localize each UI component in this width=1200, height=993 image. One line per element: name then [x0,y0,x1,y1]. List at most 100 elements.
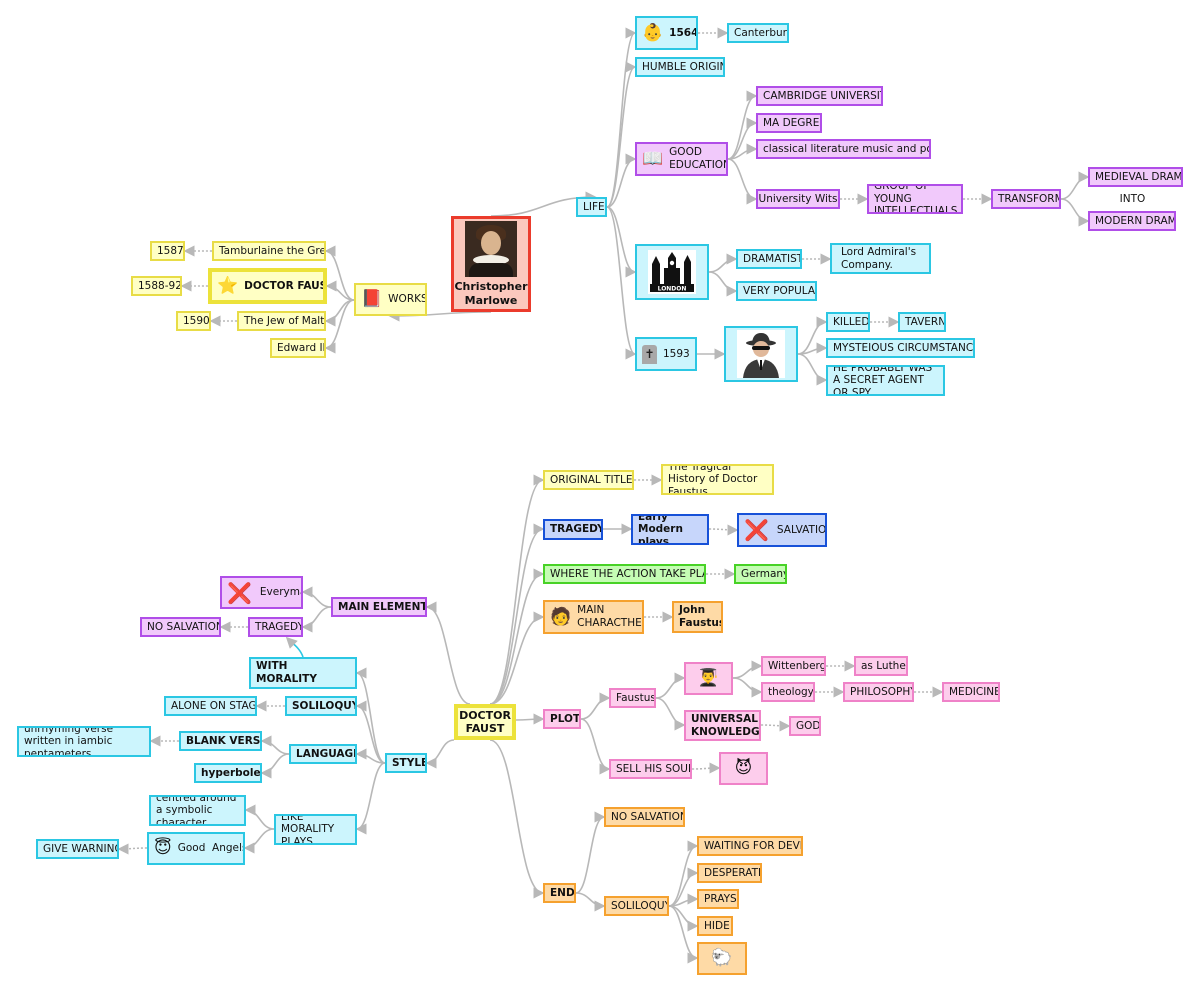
node-early-modern[interactable]: Early Modern plays [631,514,709,545]
node-tavern[interactable]: TAVERN [898,312,946,332]
node-like-morality[interactable]: LIKE MORALITY PLAYS [274,814,357,845]
label: TRANSFORM [998,192,1061,205]
node-edward-ii[interactable]: Edward II [270,338,326,358]
node-theology[interactable]: theology [761,682,815,702]
node-as-luther[interactable]: as Luther [854,656,908,676]
sheep-icon: 🐑 [711,948,733,968]
node-hyperboles[interactable]: hyperboles [194,763,262,783]
node-tamburlaine[interactable]: Tamburlaine the Great [212,241,326,261]
node-john-faustus[interactable]: John Faustus [672,601,723,633]
node-tragedy-element[interactable]: TRAGEDY [248,617,303,637]
node-secret-agent[interactable]: HE PROBABLY WAS A SECRET AGENT OR SPY [826,365,945,396]
node-main-elements[interactable]: MAIN ELEMENTS [331,597,427,617]
connector-link [580,692,611,720]
label: DOCTOR FAUST [244,279,327,292]
label: HUMBLE ORIGIN [642,60,725,73]
label: 1590 [183,314,210,327]
connector-link [489,474,545,705]
node-canterbury[interactable]: Canterbury [727,23,789,43]
node-desperate[interactable]: DESPERATE [697,863,762,883]
label: centred around a symbolic character [156,795,237,826]
node-transform[interactable]: TRANSFORM [991,189,1061,209]
node-dramatist[interactable]: DRAMATIST [736,249,802,269]
node-killed[interactable]: KILLED [826,312,870,332]
node-plot[interactable]: PLOT [543,709,581,729]
node-where-action[interactable]: WHERE THE ACTION TAKE PLACE [543,564,706,584]
node-waiting-devil[interactable]: WAITING FOR DEVIL [697,836,803,856]
node-alone-stage[interactable]: ALONE ON STAGE [164,696,257,716]
label: The Jew of Malta [244,314,326,327]
node-1590[interactable]: 1590 [176,311,211,331]
connector-link [301,606,332,633]
node-modern-drama[interactable]: MODERN DRAMA [1088,211,1176,231]
node-no-salvation[interactable]: NO SALVATION [140,617,221,637]
node-doctor-faust-center[interactable]: DOCTOR FAUST [454,704,516,740]
angel-icon: 😇 [154,838,172,858]
label: Early Modern plays [638,514,683,545]
node-medieval-drama[interactable]: MEDIEVAL DRAMA [1088,167,1183,187]
node-germany[interactable]: Germany [734,564,787,584]
node-university-wits[interactable]: University Wits [756,189,840,209]
node-christopher-marlowe[interactable]: Christopher Marlowe [451,216,531,312]
node-1587[interactable]: 1587 [150,241,185,261]
node-faustus[interactable]: Faustus [609,688,656,708]
node-doctor-faust-work[interactable]: ⭐ DOCTOR FAUST [208,268,327,304]
node-everyman[interactable]: ❌ Everyman [220,576,303,609]
node-soliloquy-end[interactable]: SOLILOQUY [604,896,669,916]
node-birth-year[interactable]: 👶 1564 [635,16,698,50]
node-end[interactable]: END [543,883,576,903]
node-soliloquy[interactable]: SOLILOQUY [285,696,357,716]
node-devil[interactable]: 😈 [719,752,768,785]
london-label: LONDON [658,286,687,293]
node-humble-origin[interactable]: HUMBLE ORIGIN [635,57,725,77]
node-wittenberg[interactable]: Wittenberg [761,656,826,676]
node-difference-morality[interactable]: DIFFERENCE WITH MORALITY PLAYS [249,657,357,689]
node-tragedy[interactable]: TRAGEDY [543,519,603,540]
connector-link [243,828,275,854]
node-medicine[interactable]: MEDICINE [942,682,1000,702]
label: WAITING FOR DEVIL [704,839,803,852]
node-london[interactable]: LONDON [635,244,709,300]
node-centred[interactable]: centred around a symbolic character [149,795,246,826]
node-sell-soul[interactable]: SELL HIS SOUL [609,759,692,779]
node-lord-admiral[interactable]: Lord Admiral's Company. [830,243,931,274]
node-main-character[interactable]: 🧑 MAIN CHARACTHER [543,600,644,634]
node-god[interactable]: GOD [789,716,821,736]
node-unrhyming[interactable]: unrhyming verse written in iambic pentam… [17,726,151,757]
spy-icon [737,330,785,378]
label: KILLED [833,315,870,328]
node-no-salvation-end[interactable]: NO SALVATION [604,807,685,827]
node-group-young[interactable]: GROUP OF YOUNG INTELLECTUALS [867,184,963,214]
connector-link [489,739,545,899]
label: ALONE ON STAGE [171,699,257,712]
node-philosophy[interactable]: PHILOSOPHY [843,682,914,702]
node-hide[interactable]: HIDE [697,916,733,936]
node-works[interactable]: 📕 WORKS [354,283,427,316]
node-mysterious[interactable]: MYSTEIOUS CIRCUMSTANCES [826,338,975,358]
node-good-angels[interactable]: 😇 Good Angels [147,832,245,865]
node-cambridge[interactable]: CAMBRIDGE UNIVERSITY [756,86,883,106]
node-graduate[interactable]: 👨‍🎓 [684,662,733,695]
node-style[interactable]: STYLE [385,753,427,773]
label: Good Angels [177,842,245,855]
label: MAIN CHARACTHER [577,604,644,629]
node-life[interactable]: LIFE [576,197,607,217]
node-1588-92[interactable]: 1588-92 [131,276,182,296]
node-sheep[interactable]: 🐑 [697,942,747,975]
node-spy[interactable] [724,326,798,382]
person-icon: 🧑 [550,606,572,627]
node-tragical-history[interactable]: The Tragical History of Doctor Faustus [661,464,774,495]
node-salvation[interactable]: ❌ SALVATION [737,513,827,547]
node-good-education[interactable]: 📖 GOOD EDUCATION [635,142,728,176]
node-classical[interactable]: classical literature music and poetry [756,139,931,159]
node-very-popular[interactable]: VERY POPULAR [736,281,817,301]
node-prays[interactable]: PRAYS [697,889,739,909]
node-original-title[interactable]: ORIGINAL TITLE [543,470,634,490]
node-blank-verse[interactable]: BLANK VERSE [179,731,262,751]
node-language[interactable]: LANGUAGE [289,744,357,764]
node-death-year[interactable]: ✝ 1593 [635,337,697,371]
node-jew-of-malta[interactable]: The Jew of Malta [237,311,326,331]
node-ma-degree[interactable]: MA DEGREE [756,113,822,133]
node-give-warning[interactable]: GIVE WARNING [36,839,119,859]
node-universal-knowledge[interactable]: UNIVERSAL KNOWLEDGE [684,710,761,741]
